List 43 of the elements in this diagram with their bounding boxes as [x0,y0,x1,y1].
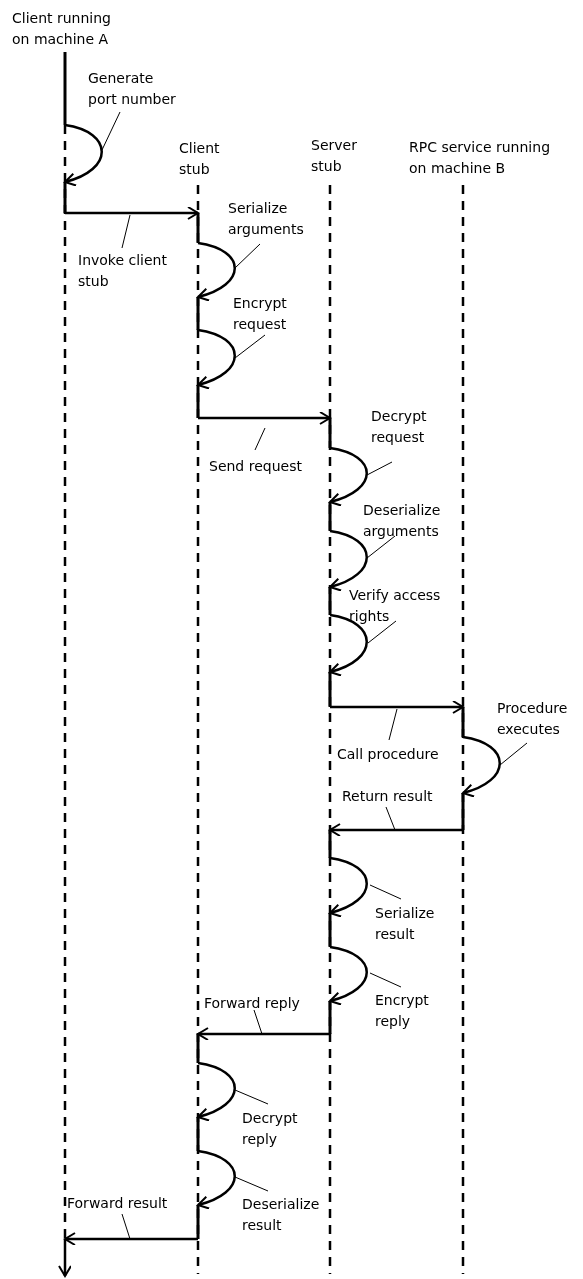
lifeline [461,185,465,1274]
self-call-arrow [329,945,368,1005]
message-arrow [330,700,464,714]
lifeline [63,52,67,1239]
self-call-arrow [197,328,236,389]
self-call-arrow [64,123,103,186]
participant-label: RPC service running on machine B [409,138,552,178]
message-arrow [198,411,331,425]
edge-label: Procedure executes [497,699,569,739]
self-call-arrow [329,856,368,917]
edge-label: Decrypt reply [242,1109,299,1149]
participant-label: Client running on machine A [12,9,112,49]
self-call-arrow [329,613,368,676]
self-call-arrow [197,241,236,301]
edge-label: Invoke client stub [78,251,168,291]
edge-label: Generate port number [88,69,177,109]
message-arrow [197,1027,330,1041]
participant-label: Client stub [179,139,221,179]
edge-label: Call procedure [337,745,440,764]
edge-label: Forward result [67,1194,169,1213]
lifeline [328,185,332,1274]
self-call-arrow [197,1061,236,1121]
arrow [58,1239,72,1277]
participant-label: Server stub [311,136,358,176]
edge-label: Serialize result [375,904,436,944]
edge-label: Return result [342,787,434,806]
edge-label: Verify access rights [349,586,442,626]
edge-label: Decrypt request [371,407,428,447]
edge-label: Serialize arguments [228,199,305,239]
self-call-arrow [329,529,368,591]
edge-label: Send request [209,457,303,476]
message-arrow [65,206,199,220]
self-call-arrow [462,735,501,797]
self-call-arrow [329,446,368,506]
message-arrow [329,823,463,837]
edge-label: Encrypt request [233,294,288,334]
self-call-arrow [197,1149,236,1209]
edge-label: Deserialize arguments [363,501,442,541]
edge-label: Forward reply [204,994,301,1013]
lifeline [196,185,200,1274]
edge-label: Deserialize result [242,1195,321,1235]
edge-label: Encrypt reply [375,991,430,1031]
message-arrow [64,1232,198,1246]
